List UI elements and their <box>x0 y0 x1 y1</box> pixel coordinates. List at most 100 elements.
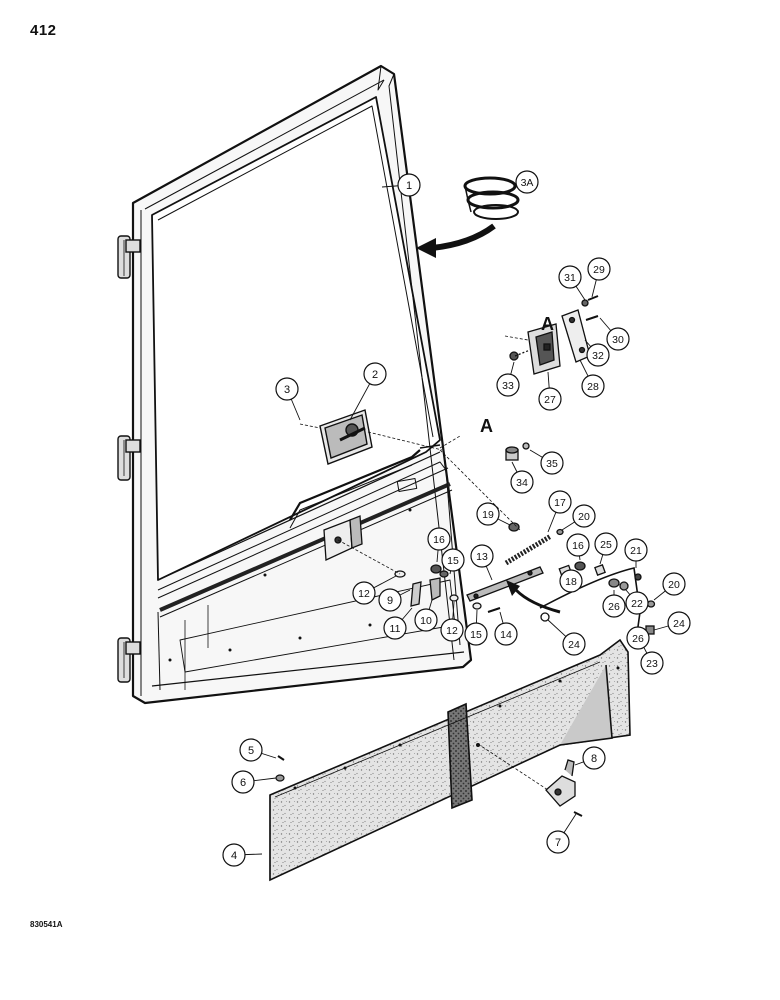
callout-circle <box>538 387 562 411</box>
detail-marker-a-door: A <box>480 416 493 436</box>
detail-marker-a-lock: A <box>541 314 554 334</box>
callout-20: 20 <box>572 504 596 528</box>
seal-coil <box>463 176 520 220</box>
callout-circle <box>378 588 402 612</box>
callout-14: 14 <box>494 622 518 646</box>
callout-5: 5 <box>239 738 263 762</box>
callout-label: 28 <box>587 381 599 393</box>
callout-circle <box>667 611 691 635</box>
latch-handle <box>319 409 373 465</box>
callout-circle <box>582 746 606 770</box>
callout-circle <box>231 770 255 794</box>
callout-3: 3 <box>275 377 299 401</box>
callout-label: 27 <box>544 394 556 406</box>
callout-label: 2 <box>372 369 378 381</box>
callout-circle <box>427 527 451 551</box>
callout-circle <box>275 377 299 401</box>
callout-label: 15 <box>470 629 482 641</box>
callout-23: 23 <box>640 651 664 675</box>
callout-circle <box>586 343 610 367</box>
callout-label: 1 <box>406 180 412 192</box>
callout-35: 35 <box>540 451 564 475</box>
callout-28: 28 <box>581 374 605 398</box>
callout-19: 19 <box>476 502 500 526</box>
callout-6: 6 <box>231 770 255 794</box>
callout-circle <box>624 538 648 562</box>
callout-label: 33 <box>502 380 514 392</box>
callout-label: 24 <box>568 639 580 651</box>
callout-label: 17 <box>554 497 566 509</box>
callout-8: 8 <box>582 746 606 770</box>
callout-label: 31 <box>564 272 576 284</box>
callout-33: 33 <box>496 373 520 397</box>
callout-34: 34 <box>510 470 534 494</box>
callout-circle <box>540 451 564 475</box>
callout-label: 19 <box>482 509 494 521</box>
callout-circle <box>587 257 611 281</box>
door-frame <box>131 64 473 705</box>
callout-label: 12 <box>358 588 370 600</box>
callout-circle <box>626 626 650 650</box>
callout-label: 8 <box>591 753 597 765</box>
callout-label: 24 <box>673 618 685 630</box>
callout-circle <box>470 544 494 568</box>
callout-label: 18 <box>565 576 577 588</box>
callout-27: 27 <box>538 387 562 411</box>
callout-label: 26 <box>632 633 644 645</box>
lower-panel <box>269 638 631 882</box>
callout-circle <box>566 533 590 557</box>
callout-label: 9 <box>387 595 393 607</box>
callout-circle <box>496 373 520 397</box>
callout-circle <box>510 470 534 494</box>
callout-25: 25 <box>594 532 618 556</box>
callout-circle <box>441 548 465 572</box>
callout-circle <box>546 830 570 854</box>
callout-7: 7 <box>546 830 570 854</box>
callout-circle <box>625 591 649 615</box>
callout-label: 20 <box>668 579 680 591</box>
callout-label: 6 <box>240 777 246 789</box>
callout-label: 3 <box>284 384 290 396</box>
callout-label: 30 <box>612 334 624 346</box>
callout-22: 22 <box>625 591 649 615</box>
callout-label: 3A <box>521 177 534 189</box>
seal-arrow <box>416 223 496 258</box>
callout-circle <box>602 594 626 618</box>
callout-label: 10 <box>420 615 432 627</box>
callout-18: 18 <box>559 569 583 593</box>
bracket-8 <box>477 743 583 817</box>
callout-label: 5 <box>248 745 254 757</box>
callout-circle <box>594 532 618 556</box>
callout-circle <box>548 490 572 514</box>
callout-26: 26 <box>602 594 626 618</box>
callout-circle <box>494 622 518 646</box>
callout-17: 17 <box>548 490 572 514</box>
callout-3A: 3A <box>515 170 539 194</box>
callout-24: 24 <box>667 611 691 635</box>
callout-20: 20 <box>662 572 686 596</box>
callout-circle <box>606 327 630 351</box>
callout-label: 29 <box>593 264 605 276</box>
callout-11: 11 <box>383 616 407 640</box>
callout-label: 22 <box>631 598 643 610</box>
callout-circle <box>559 569 583 593</box>
pin-34 <box>505 442 530 461</box>
callout-circle <box>464 622 488 646</box>
callout-circle <box>581 374 605 398</box>
callout-32: 32 <box>586 343 610 367</box>
callout-label: 13 <box>476 551 488 563</box>
callout-21: 21 <box>624 538 648 562</box>
callout-4: 4 <box>222 843 246 867</box>
callout-label: 12 <box>446 625 458 637</box>
callout-label: 21 <box>630 545 642 557</box>
callout-circle <box>640 651 664 675</box>
callout-circle <box>572 504 596 528</box>
callout-2: 2 <box>363 362 387 386</box>
door-hinges <box>117 235 141 683</box>
callout-13: 13 <box>470 544 494 568</box>
callout-30: 30 <box>606 327 630 351</box>
callout-label: 15 <box>447 555 459 567</box>
